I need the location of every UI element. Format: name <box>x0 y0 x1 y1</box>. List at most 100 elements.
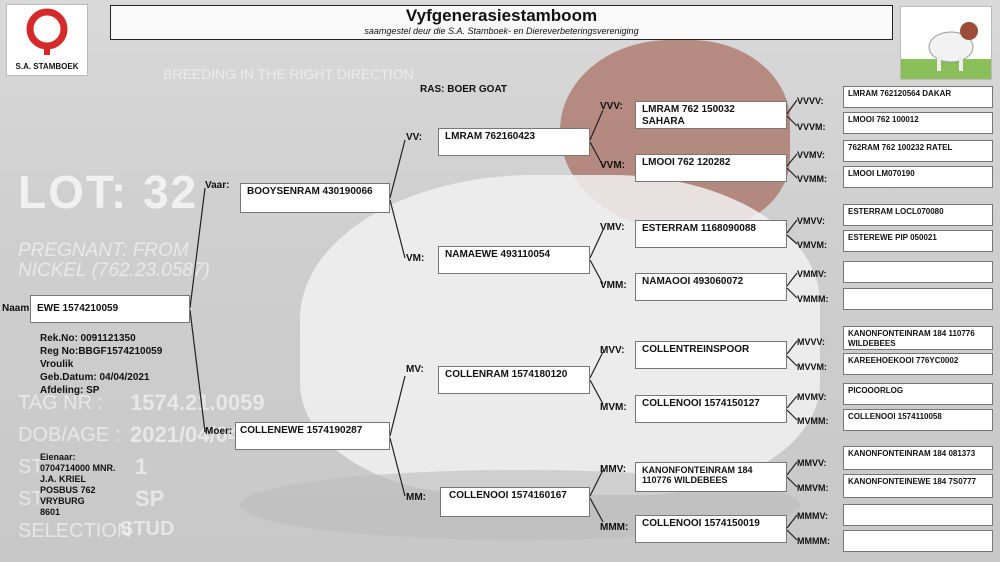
gen3-label-vmm: VMM: <box>600 280 627 291</box>
gen4-name: COLLENOOI 1574110058 <box>848 412 942 421</box>
gen4-box: PICOOORLOG <box>843 383 993 405</box>
gen4-box <box>843 530 993 552</box>
sex: Vroulik <box>40 359 74 370</box>
gen4-label: VVMM: <box>797 174 827 184</box>
gen2-label-vm: VM: <box>406 253 425 264</box>
gen2-box-mv: COLLENRAM 1574180120 <box>438 366 590 394</box>
gen4-box: LMRAM 762120564 DAKAR <box>843 86 993 108</box>
gen3-box-vmm: NAMAOOI 493060072 <box>635 273 787 301</box>
stock-label: ST <box>18 488 44 510</box>
gen3-box-mvm: COLLENOOI 1574150127 <box>635 395 787 423</box>
owner-line: VRYBURG <box>40 496 85 506</box>
gen4-box: KAREEHOEKOOI 776YC0002 <box>843 353 993 375</box>
owner-line: 0704714000 MNR. <box>40 463 116 473</box>
goat-photo <box>900 6 992 80</box>
gen2-box-mm: COLLENOOI 1574160167 <box>440 487 590 517</box>
gen3-box-mmv: KANONFONTEINRAM 184 110776 WILDEBEES <box>635 462 787 492</box>
gen4-label: MVVV: <box>797 337 826 347</box>
gen3-label-mmm: MMM: <box>600 522 629 533</box>
gen3-name-vvv: LMRAM 762 150032 SAHARA <box>642 104 735 127</box>
gen2-name-mm: COLLENOOI 1574160167 <box>449 490 567 501</box>
gen4-name: KANONFONTEINRAM 184 081373 <box>848 449 976 458</box>
dam-name: COLLENEWE 1574190287 <box>240 425 363 436</box>
gen2-label-vv: VV: <box>406 132 423 143</box>
gen2-box-vv: LMRAM 762160423 <box>438 128 590 156</box>
gen3-box-mvv: COLLENTREINSPOOR <box>635 341 787 369</box>
pregnant-line-2: NICKEL (762.23.0587) <box>18 260 210 281</box>
owner-details: Eienaar: 0704714000 MNR. J.A. KRIEL POSB… <box>40 452 116 518</box>
stamboek-logo: S.A. STAMBOEK <box>6 4 88 76</box>
selection-label: SELECTION <box>18 520 132 542</box>
owner-line: Eienaar: <box>40 452 76 462</box>
gen3-label-mvv: MVV: <box>600 345 625 356</box>
dam-box: COLLENEWE 1574190287 <box>235 422 390 450</box>
gen3-label-vvv: VVV: <box>600 101 623 112</box>
gen3-box-vvv: LMRAM 762 150032 SAHARA <box>635 101 787 129</box>
gen2-label-mm: MM: <box>406 492 426 503</box>
gen3-box-vmv: ESTERRAM 1168090088 <box>635 220 787 248</box>
tagline: BREEDING IN THE RIGHT DIRECTION <box>163 66 414 82</box>
gen3-name-mmm: COLLENOOI 1574150019 <box>642 518 760 529</box>
selection-value: STUD <box>120 518 175 540</box>
pregnant-line-1: PREGNANT: FROM <box>18 240 189 261</box>
gen4-label: VVVV: <box>797 96 824 106</box>
gen4-name: LMOOI LM070190 <box>848 169 915 178</box>
gen3-name-mmv: KANONFONTEINRAM 184 110776 WILDEBEES <box>642 465 753 485</box>
page-title: Vyfgenerasiestamboom <box>405 6 598 25</box>
gen4-label: MMVV: <box>797 458 827 468</box>
gen4-box: ESTERRAM LOCL070080 <box>843 204 993 226</box>
gen3-name-vvm: LMOOI 762 120282 <box>642 157 731 168</box>
gen4-label: VMMM: <box>797 294 829 304</box>
logo-text: S.A. STAMBOEK <box>15 62 79 71</box>
reg-no: Reg No:BBGF1574210059 <box>40 346 163 357</box>
gen4-box: KANONFONTEINEWE 184 7S0777 <box>843 474 993 498</box>
gen4-name: KANONFONTEINRAM 184 110776 WILDEBEES <box>848 329 975 348</box>
logo-mark-icon <box>26 8 68 55</box>
lot-number: LOT: 32 <box>18 166 199 218</box>
stock-value: SP <box>135 486 165 511</box>
vaar-label: Vaar: <box>205 180 230 191</box>
gen4-name: ESTERRAM LOCL070080 <box>848 207 944 216</box>
breed: RAS: BOER GOAT <box>420 84 508 95</box>
gen3-box-mmm: COLLENOOI 1574150019 <box>635 515 787 543</box>
st-value: 1 <box>135 454 148 479</box>
animal-details: Rek.No: 0091121350 Reg No:BBGF1574210059… <box>40 332 162 397</box>
gen4-box: KANONFONTEINRAM 184 110776 WILDEBEES <box>843 326 993 350</box>
subject-name: EWE 1574210059 <box>37 303 119 314</box>
gen2-label-mv: MV: <box>406 364 424 375</box>
gen4-label: MMMM: <box>797 536 830 546</box>
gen4-name: KANONFONTEINEWE 184 7S0777 <box>848 477 977 486</box>
gen4-box: LMOOI 762 100012 <box>843 112 993 134</box>
gen3-box-vvm: LMOOI 762 120282 <box>635 154 787 182</box>
tag-label: TAG NR : <box>18 392 104 414</box>
rek-no: Rek.No: 0091121350 <box>40 333 136 344</box>
gen3-label-mmv: MMV: <box>600 464 627 475</box>
gen3-name-mvm: COLLENOOI 1574150127 <box>642 398 760 409</box>
gen4-label: MMVM: <box>797 483 829 493</box>
gen4-box <box>843 261 993 283</box>
dob-value: 2021/04/04 <box>130 422 241 447</box>
tag-value: 1574.21.0059 <box>130 390 265 415</box>
gen4-box <box>843 504 993 526</box>
owner-line: POSBUS 762 <box>40 485 96 495</box>
gen4-label: VVVM: <box>797 122 826 132</box>
gen4-label: MVVM: <box>797 362 827 372</box>
gen4-label: VMMV: <box>797 269 827 279</box>
birth-date: Geb.Datum: 04/04/2021 <box>40 372 150 383</box>
gen3-name-mvv: COLLENTREINSPOOR <box>642 344 750 355</box>
gen4-label: VMVM: <box>797 240 827 250</box>
gen3-name-vmv: ESTERRAM 1168090088 <box>642 223 756 234</box>
gen4-name: LMRAM 762120564 DAKAR <box>848 89 952 98</box>
naam-label: Naam: <box>2 303 33 314</box>
gen3-label-vvm: VVM: <box>600 160 625 171</box>
gen2-box-vm: NAMAEWE 493110054 <box>438 246 590 274</box>
owner-line: J.A. KRIEL <box>40 474 87 484</box>
gen4-label: MVMM: <box>797 416 829 426</box>
afdeling: Afdeling: SP <box>40 385 100 396</box>
gen4-box: 762RAM 762 100232 RATEL <box>843 140 993 162</box>
gen4-name: KAREEHOEKOOI 776YC0002 <box>848 356 959 365</box>
gen2-name-vm: NAMAEWE 493110054 <box>445 249 551 260</box>
gen4-label: VMVV: <box>797 216 826 226</box>
gen3-label-mvm: MVM: <box>600 402 627 413</box>
gen4-box: ESTEREWE PIP 050021 <box>843 230 993 252</box>
